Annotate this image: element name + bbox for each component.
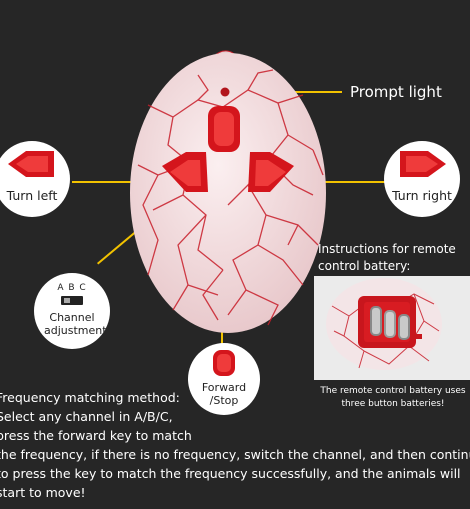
battery-heading: Instructions for remote control battery: <box>318 242 456 273</box>
instruction-line-1: Frequency matching method: <box>0 390 180 405</box>
turn-left-leader <box>72 181 162 183</box>
battery-compartment-illustration <box>326 278 442 370</box>
instruction-line-3: press the forward key to match <box>0 428 192 443</box>
turn-right-callout: Turn right <box>384 141 460 217</box>
battery-photo <box>314 276 470 380</box>
right-arrow-icon <box>400 151 446 177</box>
forward-stop-callout: Forward /Stop <box>188 343 260 415</box>
channel-switch-icon <box>61 296 83 305</box>
channel-callout: A B C Channel adjustment <box>34 273 110 349</box>
forward-button-icon <box>213 350 235 376</box>
battery-caption: The remote control battery uses three bu… <box>320 386 466 409</box>
remote-control-egg <box>130 50 326 333</box>
turn-right-leader <box>290 181 386 183</box>
turn-left-callout: Turn left <box>0 141 70 217</box>
instruction-line-5: to press the key to match the frequency … <box>0 466 461 481</box>
turn-left-label: Turn left <box>6 188 58 203</box>
channel-letters: A B C <box>57 283 87 293</box>
channel-adjustment-label: Channel adjustment <box>44 311 107 337</box>
instruction-line-2: Select any channel in A/B/C, <box>0 409 173 424</box>
forward-stop-label: Forward /Stop <box>201 381 247 407</box>
turn-right-label: Turn right <box>392 188 452 203</box>
left-arrow-icon <box>8 151 54 177</box>
prompt-light-label: Prompt light <box>350 83 442 101</box>
instruction-line-4: the frequency, if there is no frequency,… <box>0 447 470 462</box>
instruction-line-6: start to move! <box>0 485 86 500</box>
